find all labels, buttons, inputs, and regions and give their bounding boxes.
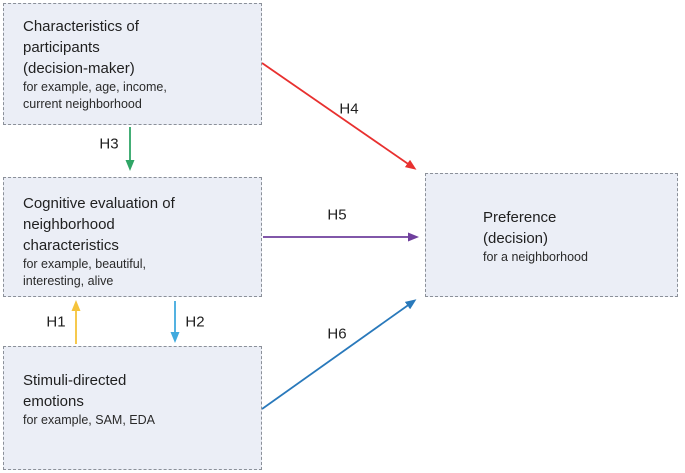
arrow-label-h2: H2 [185, 313, 205, 331]
box-characteristics-title: Characteristics of participants (decisio… [23, 18, 139, 77]
arrow-label-h3: H3 [99, 135, 119, 153]
arrow-label-h1: H1 [46, 313, 66, 331]
box-characteristics: Characteristics of participants (decisio… [3, 3, 262, 125]
box-stimuli-emotions-subtitle: for example, SAM, EDA [23, 413, 155, 427]
box-preference-title: Preference (decision) [483, 209, 557, 247]
arrow-label-h5: H5 [327, 206, 347, 224]
box-preference: Preference (decision) for a neighborhood [425, 173, 678, 297]
box-cognitive-evaluation: Cognitive evaluation of neighborhood cha… [3, 177, 262, 297]
arrow-h6 [261, 299, 417, 410]
box-stimuli-emotions: Stimuli-directed emotions for example, S… [3, 346, 262, 470]
arrow-label-h4: H4 [339, 100, 359, 118]
arrow-label-h6: H6 [327, 325, 347, 343]
box-stimuli-emotions-title: Stimuli-directed emotions [23, 372, 127, 410]
box-cognitive-evaluation-title: Cognitive evaluation of neighborhood cha… [23, 195, 175, 254]
box-cognitive-evaluation-subtitle: for example, beautiful, interesting, ali… [23, 257, 146, 288]
box-characteristics-subtitle: for example, age, income, current neighb… [23, 80, 167, 111]
box-preference-subtitle: for a neighborhood [483, 250, 588, 264]
arrow-h4 [261, 62, 417, 170]
